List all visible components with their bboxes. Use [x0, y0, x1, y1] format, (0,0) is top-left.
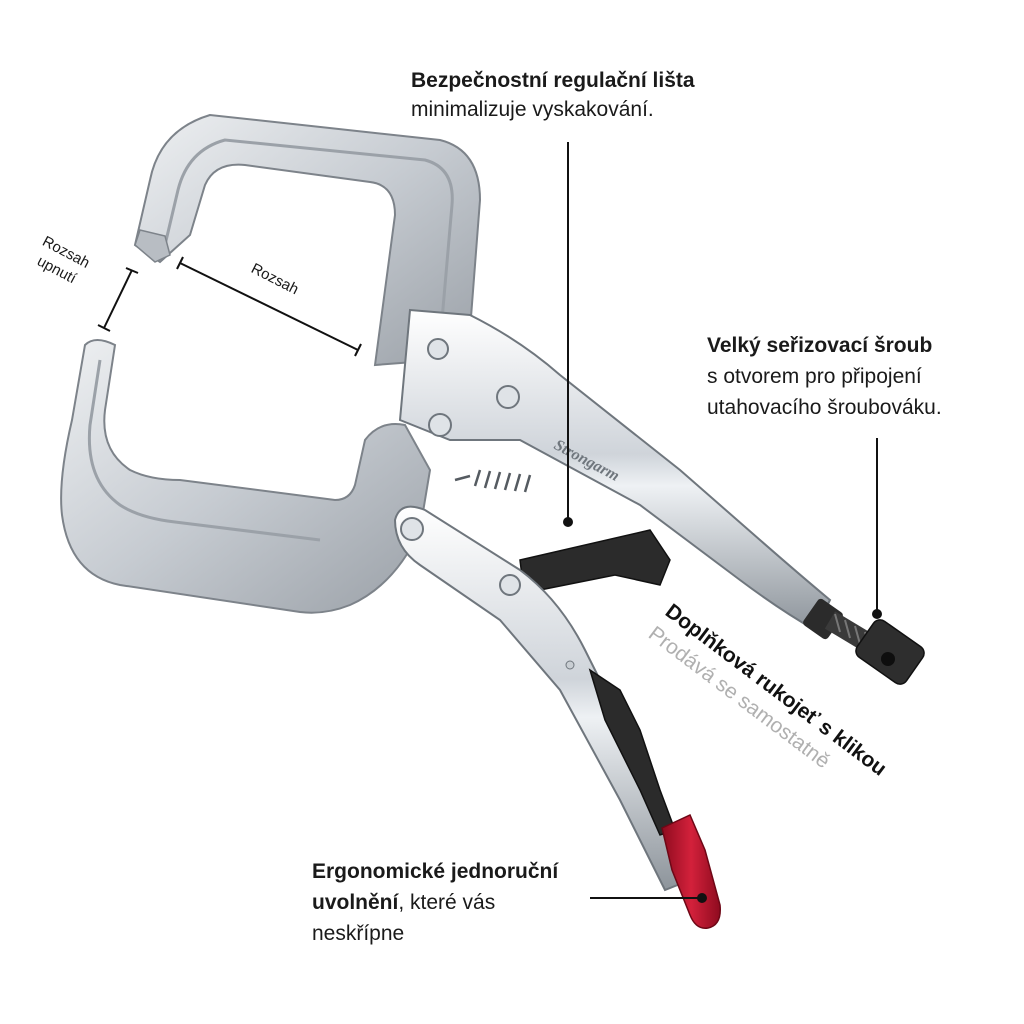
rivet-pivot: [428, 413, 452, 437]
adjust-screw-line1: s otvorem pro připojení: [707, 365, 922, 388]
safety-bar-callout: Bezpečnostní regulační lišta minimalizuj…: [411, 66, 695, 124]
lower-handle: [393, 505, 692, 892]
small-rivet: [565, 660, 575, 670]
adjust-screw-line2: utahovacího šroubováku.: [707, 396, 942, 419]
spring: [454, 469, 532, 493]
rivet-mid: [496, 385, 520, 409]
adjust-screw-title: Velký seřizovací šroub: [707, 334, 933, 357]
callout-leaders: [563, 142, 882, 903]
rivet-lower-handle-2: [499, 574, 521, 596]
rivet-top: [427, 338, 449, 360]
rivet-lower-handle: [400, 517, 424, 541]
release-text-2: neskřípne: [312, 922, 405, 945]
release-title-1: Ergonomické jednoruční: [312, 860, 559, 883]
release-callout: Ergonomické jednoruční uvolnění, které v…: [312, 856, 558, 949]
release-text-1: , které vás: [398, 891, 496, 914]
range-dimension: [176, 256, 362, 357]
adjust-screw-callout: Velký seřizovací šroub s otvorem pro při…: [707, 330, 942, 423]
upper-jaw-tip: [134, 229, 171, 263]
safety-bar-text: minimalizuje vyskakování.: [411, 98, 654, 121]
adjustment-screw: [803, 598, 925, 685]
clamp-range-dimension: [97, 267, 139, 332]
screw-hole: [881, 652, 895, 666]
safety-bar-title: Bezpečnostní regulační lišta: [411, 69, 695, 92]
lower-c-jaw: [60, 339, 432, 614]
release-title-2: uvolnění: [312, 891, 399, 914]
